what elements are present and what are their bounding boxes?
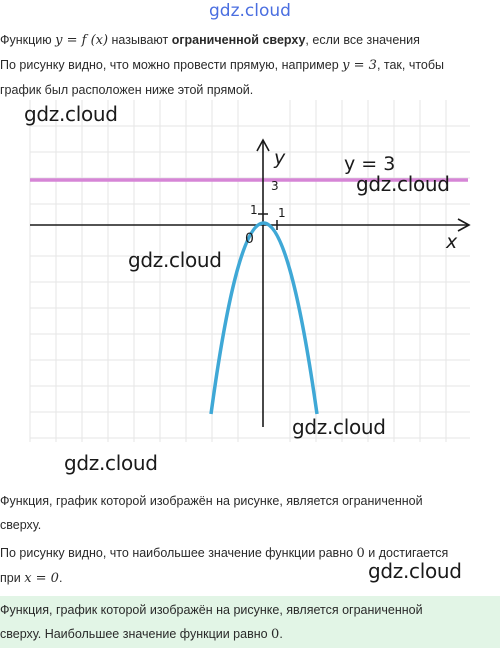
watermark: gdz.cloud xyxy=(128,248,222,272)
y-axis-label: y xyxy=(273,147,286,169)
watermark: gdz.cloud xyxy=(64,451,158,475)
tick-y3-label: 3 xyxy=(271,179,279,193)
answer-box: Функция, график которой изображён на рис… xyxy=(0,596,500,648)
intro-paragraph: Функцию y = f (x) называют ограниченной … xyxy=(0,28,496,102)
site-logo[interactable]: gdz.cloud xyxy=(209,1,291,21)
max-value-line-2: при x = 0. xyxy=(0,571,63,586)
watermark: gdz.cloud xyxy=(368,559,462,583)
parabola xyxy=(209,221,319,415)
tick-y1-label: 1 xyxy=(250,203,258,217)
max-value-line-1: По рисунку видно, что наибольшее значени… xyxy=(0,546,449,561)
grid xyxy=(29,100,470,442)
x-axis-label: x xyxy=(445,231,458,253)
conclusion-line-2: сверху. xyxy=(0,518,42,532)
max-value-paragraph: По рисунку видно, что наибольшее значени… xyxy=(0,541,496,591)
answer-line-1: Функция, график которой изображён на рис… xyxy=(0,603,423,617)
function-graph: y x y = 3 3 1 1 0 xyxy=(29,100,471,442)
intro-line-2: По рисунку видно, что можно провести пря… xyxy=(0,58,445,73)
y-axis-arrow xyxy=(256,138,270,152)
intro-line-1: Функцию y = f (x) называют ограниченной … xyxy=(0,33,420,48)
intro-line-3: график был расположен ниже этой прямой. xyxy=(0,83,254,97)
watermark: gdz.cloud xyxy=(356,172,450,196)
line-label: y = 3 xyxy=(344,153,395,175)
conclusion-line-1: Функция, график которой изображён на рис… xyxy=(0,494,423,508)
origin-label: 0 xyxy=(245,231,254,247)
watermark: gdz.cloud xyxy=(292,415,386,439)
answer-line-2: сверху. Наибольшее значение функции равн… xyxy=(0,627,283,642)
watermark: gdz.cloud xyxy=(24,102,118,126)
tick-x1-label: 1 xyxy=(278,206,286,220)
conclusion-paragraph: Функция, график которой изображён на рис… xyxy=(0,489,496,537)
x-axis-arrow xyxy=(457,218,471,232)
